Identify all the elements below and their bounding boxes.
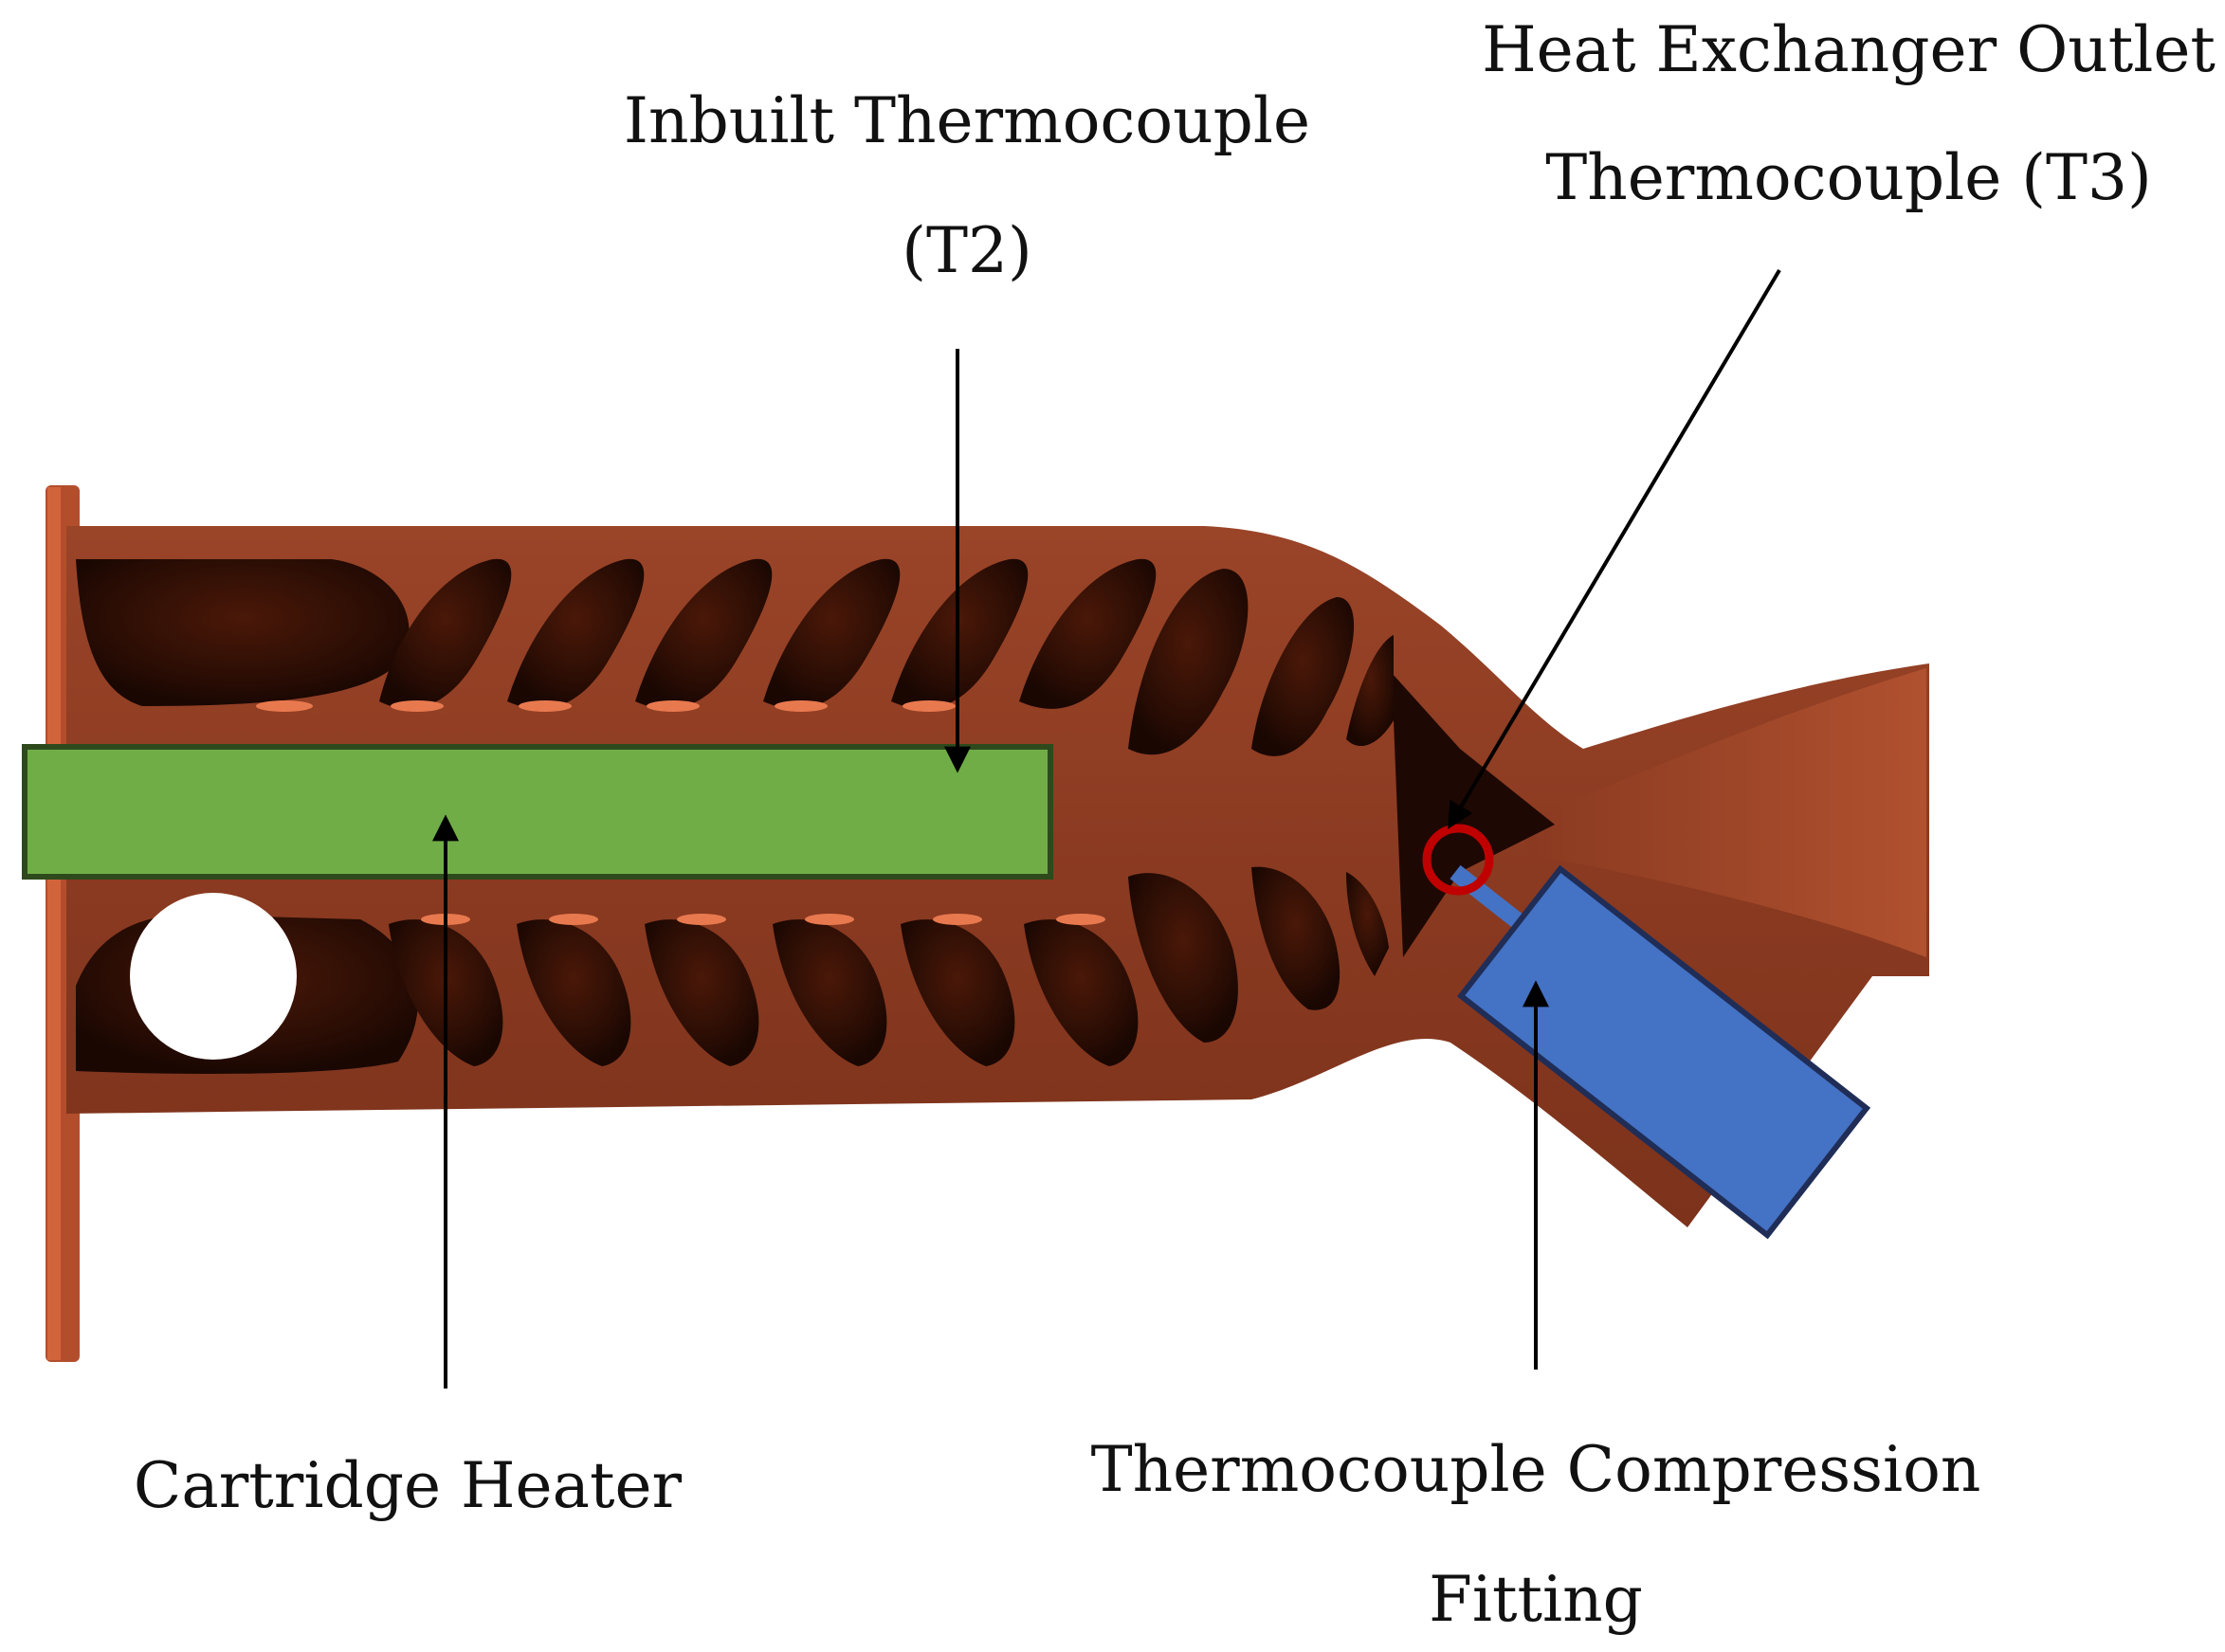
compression-fitting-rect (1456, 864, 1871, 1240)
lower-swirl-4 (773, 919, 887, 1066)
arrow-outlet-thermocouple (1448, 268, 1781, 829)
lower-highlight-3 (677, 914, 726, 925)
upper-swirl-8 (1251, 597, 1355, 756)
upper-swirl-7 (1128, 569, 1249, 755)
upper-highlight-4 (647, 700, 700, 712)
lower-swirl-8 (1251, 866, 1340, 1010)
compression-fitting-label: Thermocouple Compression (1090, 1433, 1981, 1506)
upper-swirl-channels (76, 558, 1394, 756)
lower-swirl-9 (1346, 872, 1389, 976)
upper-swirl-3 (635, 558, 773, 709)
inbuilt-thermocouple-id-label: (T2) (902, 214, 1032, 287)
upper-swirl-1 (379, 558, 512, 709)
upper-highlight-6 (903, 700, 956, 712)
nozzle-cone-dark (1392, 673, 1555, 957)
lower-swirl-3 (645, 919, 759, 1066)
lower-swirl-6 (1024, 919, 1139, 1066)
lower-highlight-4 (805, 914, 854, 925)
upper-highlight-3 (519, 700, 572, 712)
compression-fitting-label-line2: Fitting (1429, 1563, 1643, 1636)
inbuilt-thermocouple-label: Inbuilt Thermocouple (623, 84, 1311, 157)
upper-highlight-2 (391, 700, 444, 712)
lower-swirl-7 (1128, 873, 1238, 1043)
cartridge-heater-label: Cartridge Heater (133, 1449, 683, 1522)
lower-swirl-5 (901, 919, 1015, 1066)
lower-highlight-5 (933, 914, 982, 925)
upper-inlet-cavity (76, 559, 410, 706)
lower-highlight-2 (549, 914, 598, 925)
upper-swirl-9 (1346, 635, 1394, 747)
nozzle-flare (1526, 668, 1926, 957)
upper-swirl-5 (891, 558, 1029, 709)
outlet-thermocouple-label: Heat Exchanger Outlet (1482, 13, 2216, 86)
compression-fitting-group (1422, 824, 1871, 1240)
upper-swirl-2 (507, 558, 645, 709)
lower-swirl-channels (76, 866, 1389, 1074)
outlet-thermocouple-id-label: Thermocouple (T3) (1545, 141, 2152, 214)
thermocouple-probe (1450, 864, 1527, 932)
lower-swirl-2 (517, 919, 631, 1066)
left-flange-highlight (47, 487, 61, 1360)
upper-swirl-4 (763, 558, 901, 709)
lower-highlight-6 (1056, 914, 1105, 925)
annotation-arrows (432, 268, 1781, 1389)
upper-swirl-6 (1019, 558, 1157, 709)
upper-highlight-5 (775, 700, 828, 712)
cartridge-heater-rect (22, 744, 1053, 880)
lower-port-hole (130, 893, 297, 1060)
upper-highlight-1 (256, 700, 313, 712)
